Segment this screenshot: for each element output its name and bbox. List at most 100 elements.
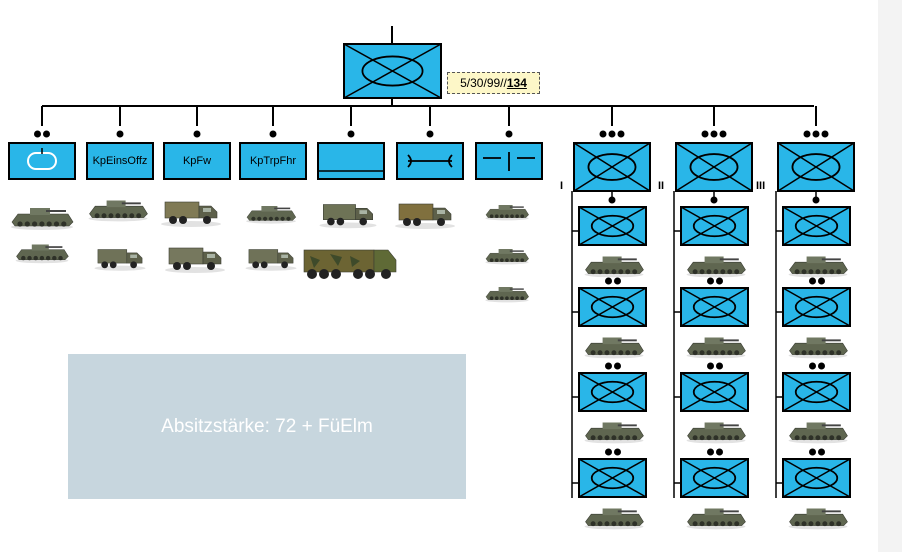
echelon-dot [617, 130, 625, 138]
vehicle-wheel [713, 435, 719, 441]
echelon-dots [347, 130, 355, 138]
vehicle-wheel [727, 269, 733, 275]
vehicle-gun [821, 339, 841, 342]
vehicle-wheel [17, 221, 23, 227]
ifv-vehicle-image [788, 256, 848, 278]
armored-oval [590, 380, 635, 404]
vehicle-wheel [590, 435, 596, 441]
vehicle-turret [261, 206, 278, 212]
echelon-dot [716, 448, 723, 456]
truck-wheel [109, 261, 117, 269]
vehicle-wheel [618, 350, 624, 356]
echelon-dots [605, 362, 621, 370]
ifv-vehicle-image [686, 508, 746, 530]
vehicle-wheel [720, 521, 726, 527]
vehicle-wheel [611, 435, 617, 441]
vehicle-wheel [53, 221, 60, 227]
unit-kpeinsoffz [86, 106, 154, 180]
unit-designation-tag: 5/30/99//134 [447, 72, 540, 94]
echelon-dot [605, 277, 612, 285]
unit-kpfw [163, 106, 231, 180]
vehicle-wheel [794, 521, 800, 527]
section-symbol [578, 287, 647, 327]
truck-camo [310, 254, 360, 268]
section-symbol [680, 287, 749, 327]
vehicle-wheel [625, 521, 631, 527]
vehicle-wheel [505, 296, 509, 301]
vehicle-wheel [713, 521, 719, 527]
echelon-dots [707, 362, 723, 370]
echelon-dot [614, 277, 621, 285]
vehicle-wheel [727, 435, 733, 441]
vehicle-wheel [510, 296, 514, 301]
vehicle-wheel [815, 269, 821, 275]
echelon-dots [34, 130, 50, 138]
kpfw-vehicle-image [165, 247, 225, 273]
vehicle-wheel [494, 214, 499, 219]
echelon-dot [701, 130, 709, 138]
truck-window [281, 254, 288, 258]
echelon-dot [719, 130, 727, 138]
tag-number: 134 [506, 76, 527, 90]
vehicle-wheel [618, 521, 624, 527]
vehicle-wheel [21, 255, 26, 261]
vehicle-wheel [829, 350, 835, 356]
symbol-diagonal [782, 458, 851, 498]
vehicle-wheel [115, 213, 121, 219]
vehicle-wheel [836, 350, 842, 356]
unit-symbol-frame [163, 142, 231, 180]
vehicle-wheel [58, 255, 63, 261]
section-symbol [578, 458, 647, 498]
vehicle-wheel [510, 258, 514, 263]
vehicle-gun [719, 424, 739, 427]
vehicle-wheel [520, 214, 525, 219]
maintenance-vehicle-image [395, 203, 455, 229]
vehicle-wheel [45, 255, 51, 261]
vehicle-turret [806, 337, 826, 345]
echelon-dot [707, 362, 714, 370]
echelon-dot [34, 130, 41, 138]
vehicle-wheel [734, 350, 740, 356]
vehicle-wheel [829, 521, 835, 527]
vehicle-wheel [734, 269, 740, 275]
vehicle-wheel [734, 435, 740, 441]
vehicle-wheel [808, 350, 814, 356]
symbol-diagonal [680, 287, 749, 327]
vehicle-wheel [136, 213, 142, 219]
vehicle-wheel [720, 269, 726, 275]
echelon-dot [193, 130, 201, 138]
dismount-strength-box: Absitzstärke: 72 + FüElm [68, 354, 466, 499]
vehicle-wheel [815, 521, 821, 527]
armored-oval [692, 466, 737, 490]
vehicle-wheel [808, 521, 814, 527]
echelon-dot [716, 277, 723, 285]
symbol-diagonal [782, 287, 851, 327]
vehicle-wheel [829, 269, 835, 275]
vehicle-wheel [836, 521, 842, 527]
echelon-dot [614, 448, 621, 456]
echelon-dot [707, 448, 714, 456]
vehicle-wheel [625, 269, 631, 275]
vehicle-gun [509, 288, 524, 290]
echelon-dots [505, 130, 513, 138]
kptrpfhr-vehicle-image [246, 206, 297, 224]
vehicle-wheel [611, 269, 617, 275]
vehicle-wheel [604, 269, 610, 275]
kptrpfhr-vehicle-image [245, 249, 297, 271]
echelon-dot [43, 130, 50, 138]
armored-oval [794, 295, 839, 319]
echelon-dot [818, 448, 825, 456]
truck-window [359, 210, 367, 214]
unit-label: KpTrpFhr [249, 155, 297, 167]
echelon-dots [707, 448, 723, 456]
ifv-vehicle-image [788, 337, 848, 359]
vehicle-wheel [706, 350, 712, 356]
vehicle-wheel [794, 435, 800, 441]
vehicle-wheel [632, 521, 638, 527]
vehicle-wheel [632, 269, 638, 275]
vehicle-wheel [129, 213, 135, 219]
vehicle-wheel [257, 216, 262, 221]
truck-wheel [319, 269, 329, 279]
company-hq-symbol [343, 43, 442, 99]
vehicle-wheel [801, 435, 807, 441]
